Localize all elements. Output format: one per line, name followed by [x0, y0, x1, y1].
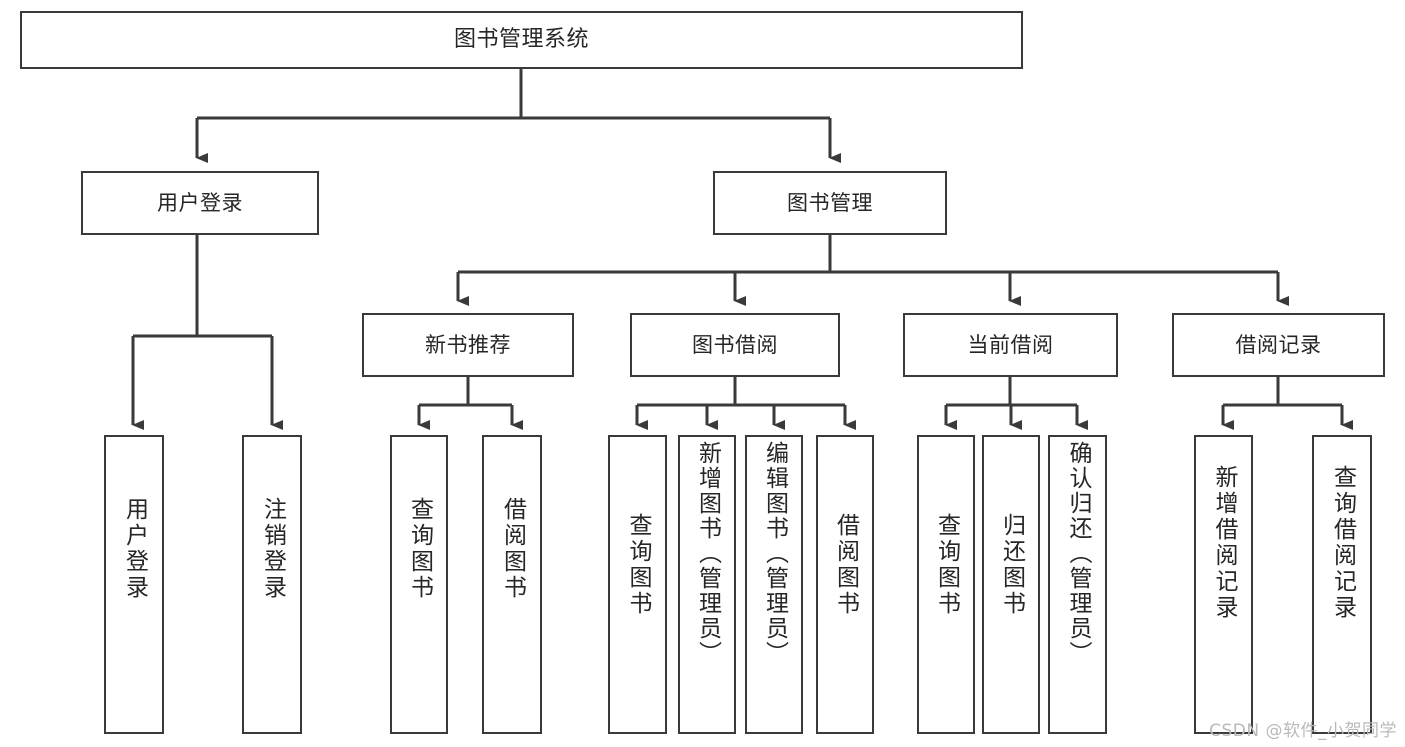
node-book-borrow[interactable]: 图书借阅: [630, 313, 840, 377]
leaf-confirm-return[interactable]: 确认归还（管理员）: [1048, 435, 1107, 734]
node-label: 图书管理系统: [453, 27, 589, 53]
leaf-query-borrow-record[interactable]: 查询借阅记录: [1312, 435, 1372, 734]
leaf-logout-login[interactable]: 注销登录: [242, 435, 302, 734]
node-label: 借阅图书: [832, 513, 859, 617]
node-label: 新增图书（管理员）: [694, 441, 721, 666]
leaf-add-book[interactable]: 新增图书（管理员）: [678, 435, 736, 734]
node-book-manage[interactable]: 图书管理: [713, 171, 947, 235]
node-label: 查询图书: [625, 513, 651, 617]
node-label: 图书借阅: [692, 332, 778, 357]
node-root-system[interactable]: 图书管理系统: [20, 11, 1023, 69]
leaf-return-book[interactable]: 归还图书: [982, 435, 1040, 734]
node-label: 注销登录: [259, 497, 286, 601]
node-label: 用户登录: [121, 497, 148, 601]
node-label: 新增借阅记录: [1211, 465, 1237, 621]
node-label: 查询图书: [933, 513, 960, 617]
node-label: 用户登录: [157, 190, 243, 215]
node-label: 借阅记录: [1235, 332, 1322, 357]
leaf-user-login[interactable]: 用户登录: [104, 435, 164, 734]
leaf-add-borrow-record[interactable]: 新增借阅记录: [1194, 435, 1253, 734]
leaf-borrow-book-borrow[interactable]: 借阅图书: [816, 435, 874, 734]
leaf-query-book-rec[interactable]: 查询图书: [390, 435, 448, 734]
node-new-book-recommend[interactable]: 新书推荐: [362, 313, 574, 377]
leaf-query-book-current[interactable]: 查询图书: [917, 435, 975, 734]
node-label: 编辑图书（管理员）: [761, 441, 788, 666]
node-label: 归还图书: [998, 513, 1025, 617]
node-label: 确认归还（管理员）: [1065, 441, 1091, 666]
leaf-edit-book[interactable]: 编辑图书（管理员）: [745, 435, 803, 734]
node-label: 新书推荐: [425, 332, 511, 357]
node-label: 当前借阅: [967, 332, 1054, 357]
node-user-login[interactable]: 用户登录: [81, 171, 319, 235]
leaf-borrow-book-rec[interactable]: 借阅图书: [482, 435, 542, 734]
node-label: 查询图书: [406, 497, 433, 601]
node-label: 查询借阅记录: [1329, 465, 1356, 621]
node-current-borrow[interactable]: 当前借阅: [903, 313, 1118, 377]
node-borrow-record[interactable]: 借阅记录: [1172, 313, 1385, 377]
node-label: 借阅图书: [499, 497, 526, 601]
node-label: 图书管理: [787, 190, 873, 215]
leaf-query-book-borrow[interactable]: 查询图书: [608, 435, 667, 734]
